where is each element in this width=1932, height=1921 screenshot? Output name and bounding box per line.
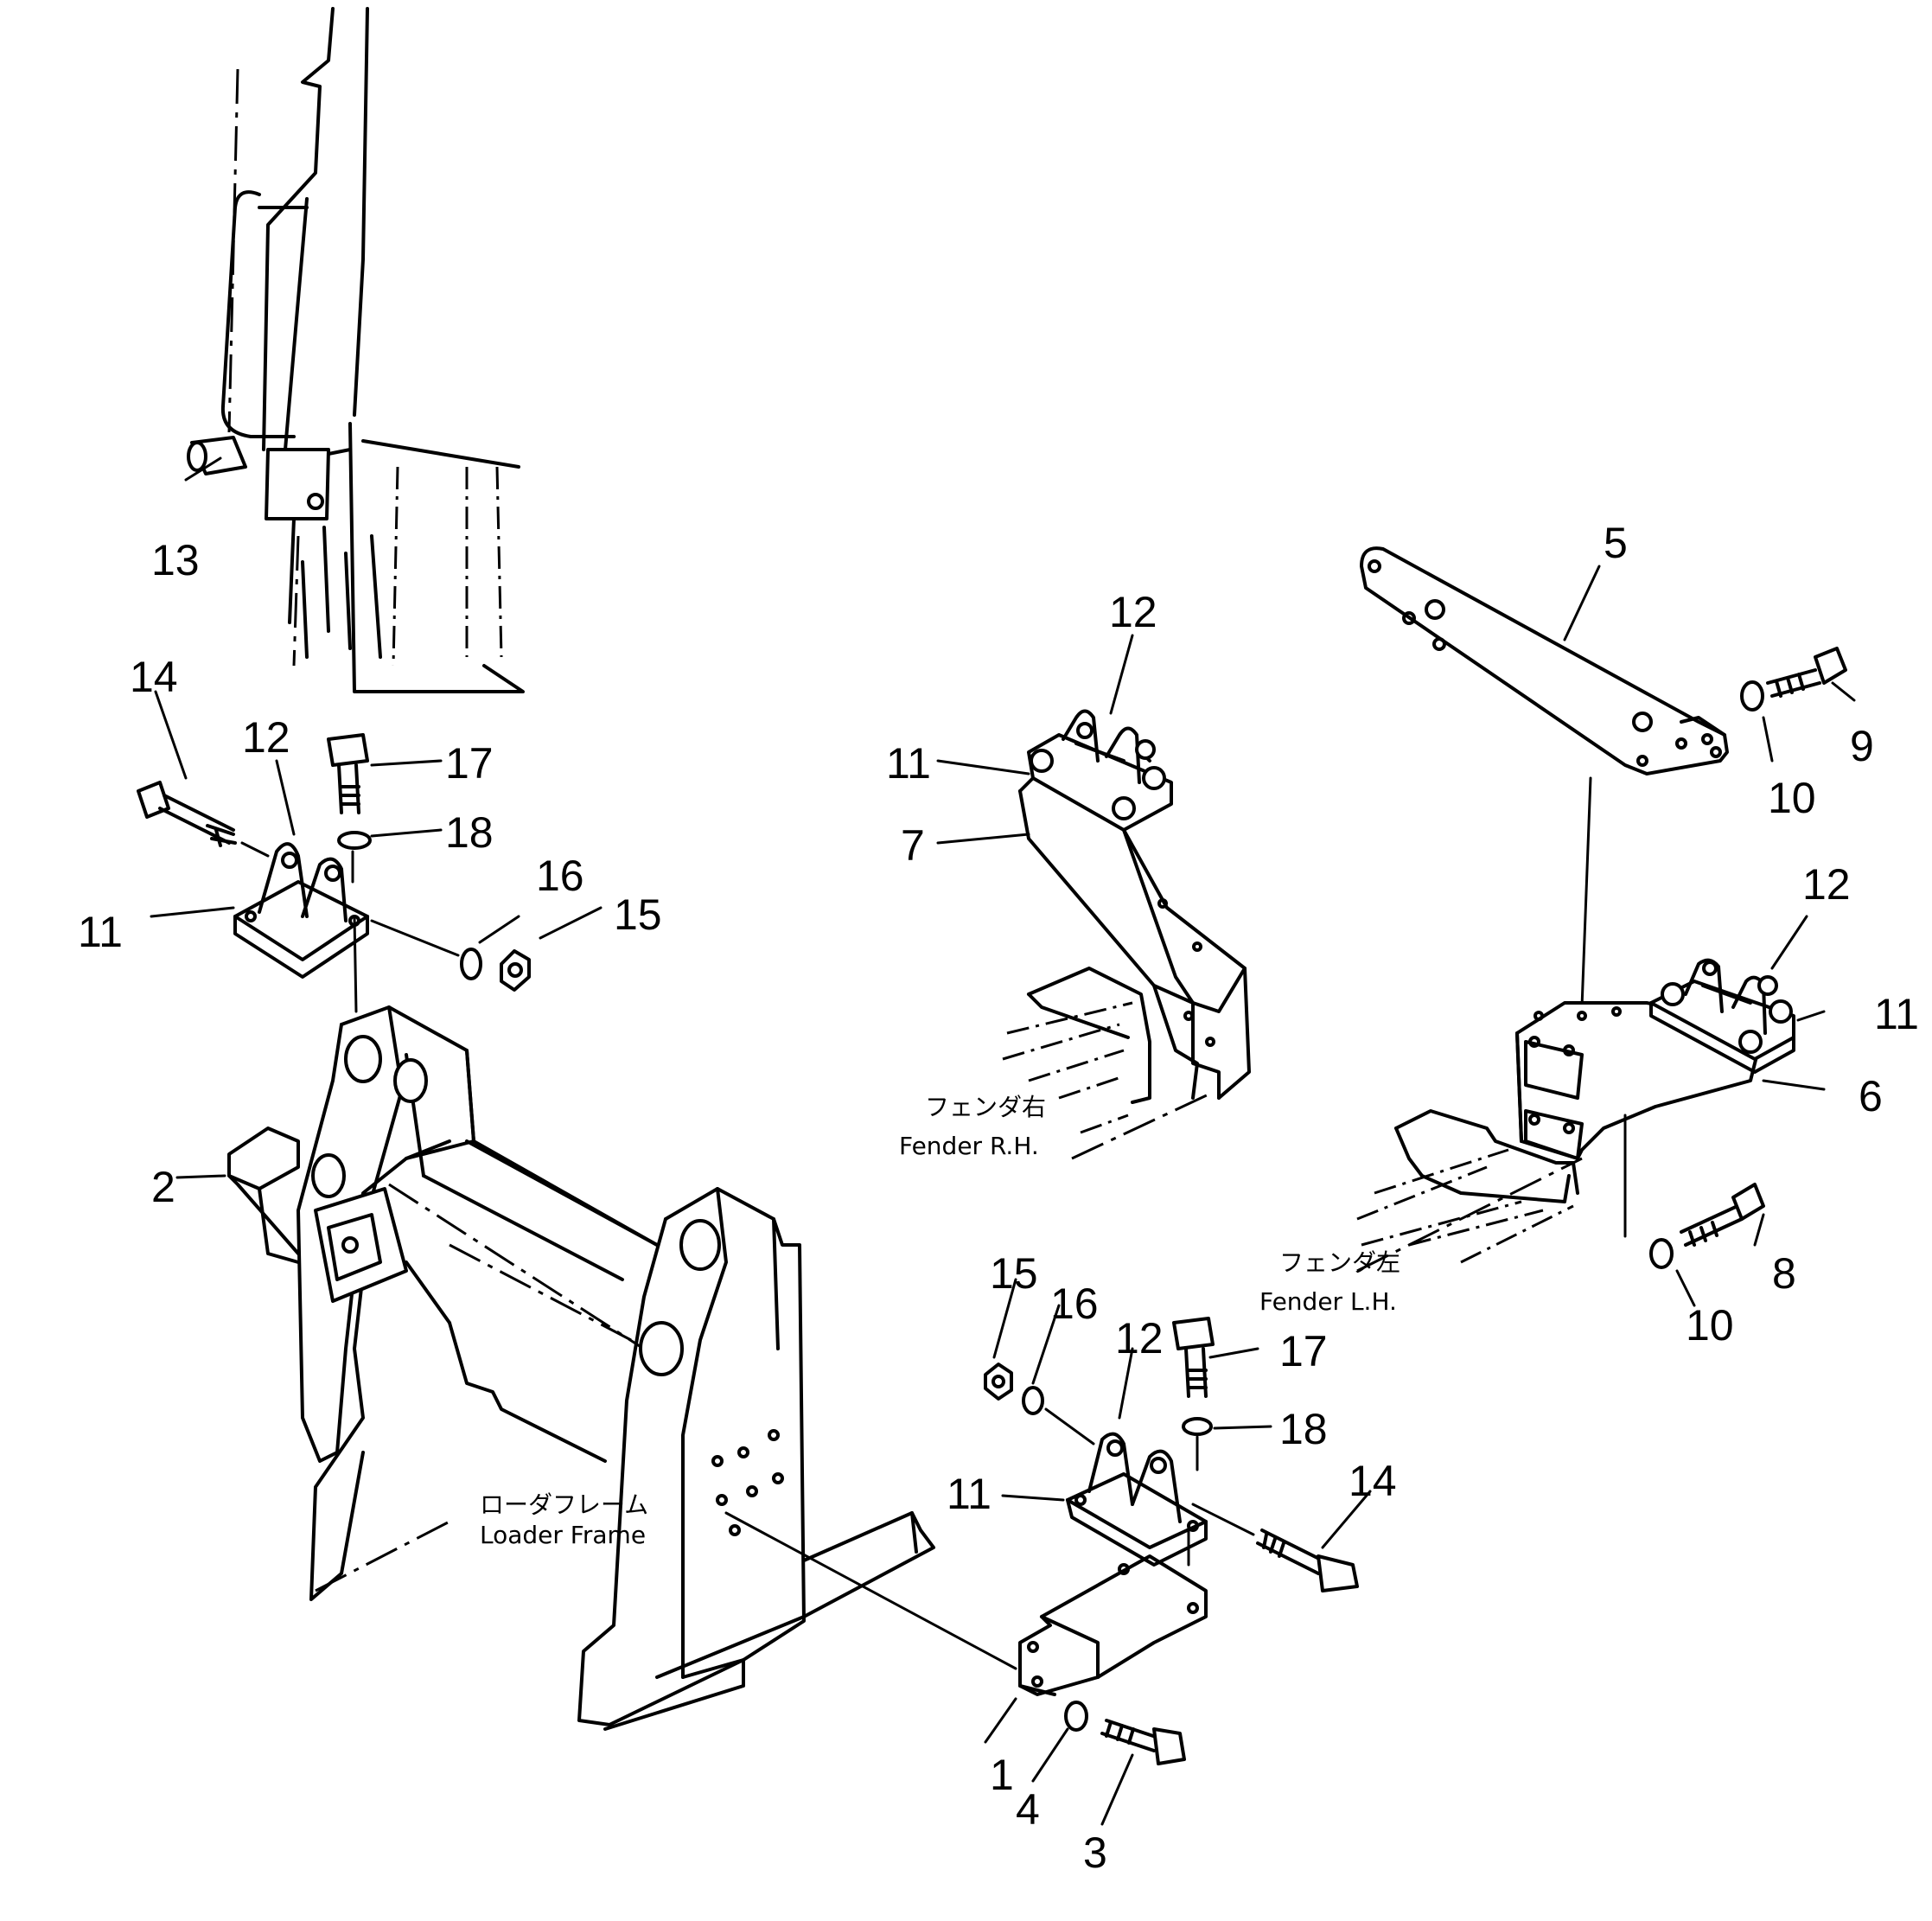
left-upper-bracket (233, 842, 369, 979)
part-number-7: 7 (901, 821, 925, 870)
bolt-14-bottom (1191, 1503, 1359, 1592)
part-number-15: 15 (990, 1249, 1038, 1298)
bolt-3-washer-4 (1064, 1701, 1186, 1765)
reference-labels: フェンダ右 Fender R.H. フェンダ左 Fender L.H. ローダフ… (480, 1093, 1400, 1549)
part-number-callouts: 1 2 3 4 5 6 7 8 9 10 10 11 11 11 11 12 1… (78, 519, 1919, 1877)
part-number-16: 16 (1050, 1280, 1099, 1328)
part-number-17: 17 (445, 739, 494, 788)
bolt-17-bottom (1172, 1317, 1215, 1471)
loader-frame (227, 915, 935, 1731)
part-number-11: 11 (947, 1470, 992, 1518)
part-number-12: 12 (242, 713, 290, 762)
bottom-bracket (724, 1511, 1208, 1696)
part-number-1: 1 (990, 1751, 1014, 1799)
bolt-8-washer-10 (1649, 1183, 1765, 1269)
bolt-14-left (137, 781, 270, 858)
part-number-8: 8 (1772, 1249, 1796, 1298)
part-number-13: 13 (151, 536, 200, 584)
part-number-12: 12 (1115, 1314, 1164, 1363)
fender-lh-label-jp: フェンダ左 (1279, 1248, 1400, 1277)
loader-frame-label-jp: ローダフレーム (480, 1490, 648, 1519)
fender-lh (1356, 1109, 1583, 1273)
part-number-5: 5 (1604, 519, 1628, 567)
bracket-plate-5 (1360, 546, 1729, 775)
part-number-16: 16 (536, 852, 584, 900)
part-number-10: 10 (1686, 1301, 1734, 1350)
pin-part (187, 436, 247, 475)
nut-washer-left (370, 919, 531, 992)
bottom-upper-mount (1066, 1432, 1208, 1567)
part-number-11: 11 (78, 908, 123, 956)
part-number-11: 11 (1874, 990, 1919, 1038)
mount-6-top (1649, 958, 1795, 1074)
part-number-15: 15 (614, 890, 662, 939)
fender-rh-label-en: Fender R.H. (899, 1132, 1039, 1160)
nut-washer-bottom (984, 1363, 1095, 1446)
part-number-18: 18 (1279, 1405, 1328, 1453)
cab-pillar (220, 7, 525, 693)
fender-lh-label-en: Fender L.H. (1259, 1287, 1397, 1316)
bolt-9-washer-10 (1740, 647, 1847, 712)
part-number-18: 18 (445, 808, 494, 857)
fender-rh-bracket (1018, 709, 1251, 1100)
part-number-12: 12 (1802, 860, 1851, 909)
part-number-9: 9 (1850, 722, 1874, 770)
part-number-6: 6 (1859, 1072, 1883, 1120)
part-number-14: 14 (1349, 1457, 1397, 1505)
loader-frame-label-en: Loader Frame (480, 1521, 646, 1549)
part-number-2: 2 (151, 1163, 175, 1211)
part-number-10: 10 (1768, 774, 1816, 822)
part-number-4: 4 (1016, 1785, 1040, 1834)
part-number-3: 3 (1083, 1828, 1107, 1877)
part-number-17: 17 (1279, 1327, 1328, 1375)
fender-rh-label-jp: フェンダ右 (925, 1093, 1046, 1121)
leader-lines (150, 456, 1856, 1826)
bolt-17-left (327, 733, 372, 884)
part-number-14: 14 (130, 653, 178, 701)
part-number-11: 11 (886, 739, 931, 788)
part-number-12: 12 (1109, 588, 1157, 636)
fender-rh (1002, 967, 1211, 1160)
